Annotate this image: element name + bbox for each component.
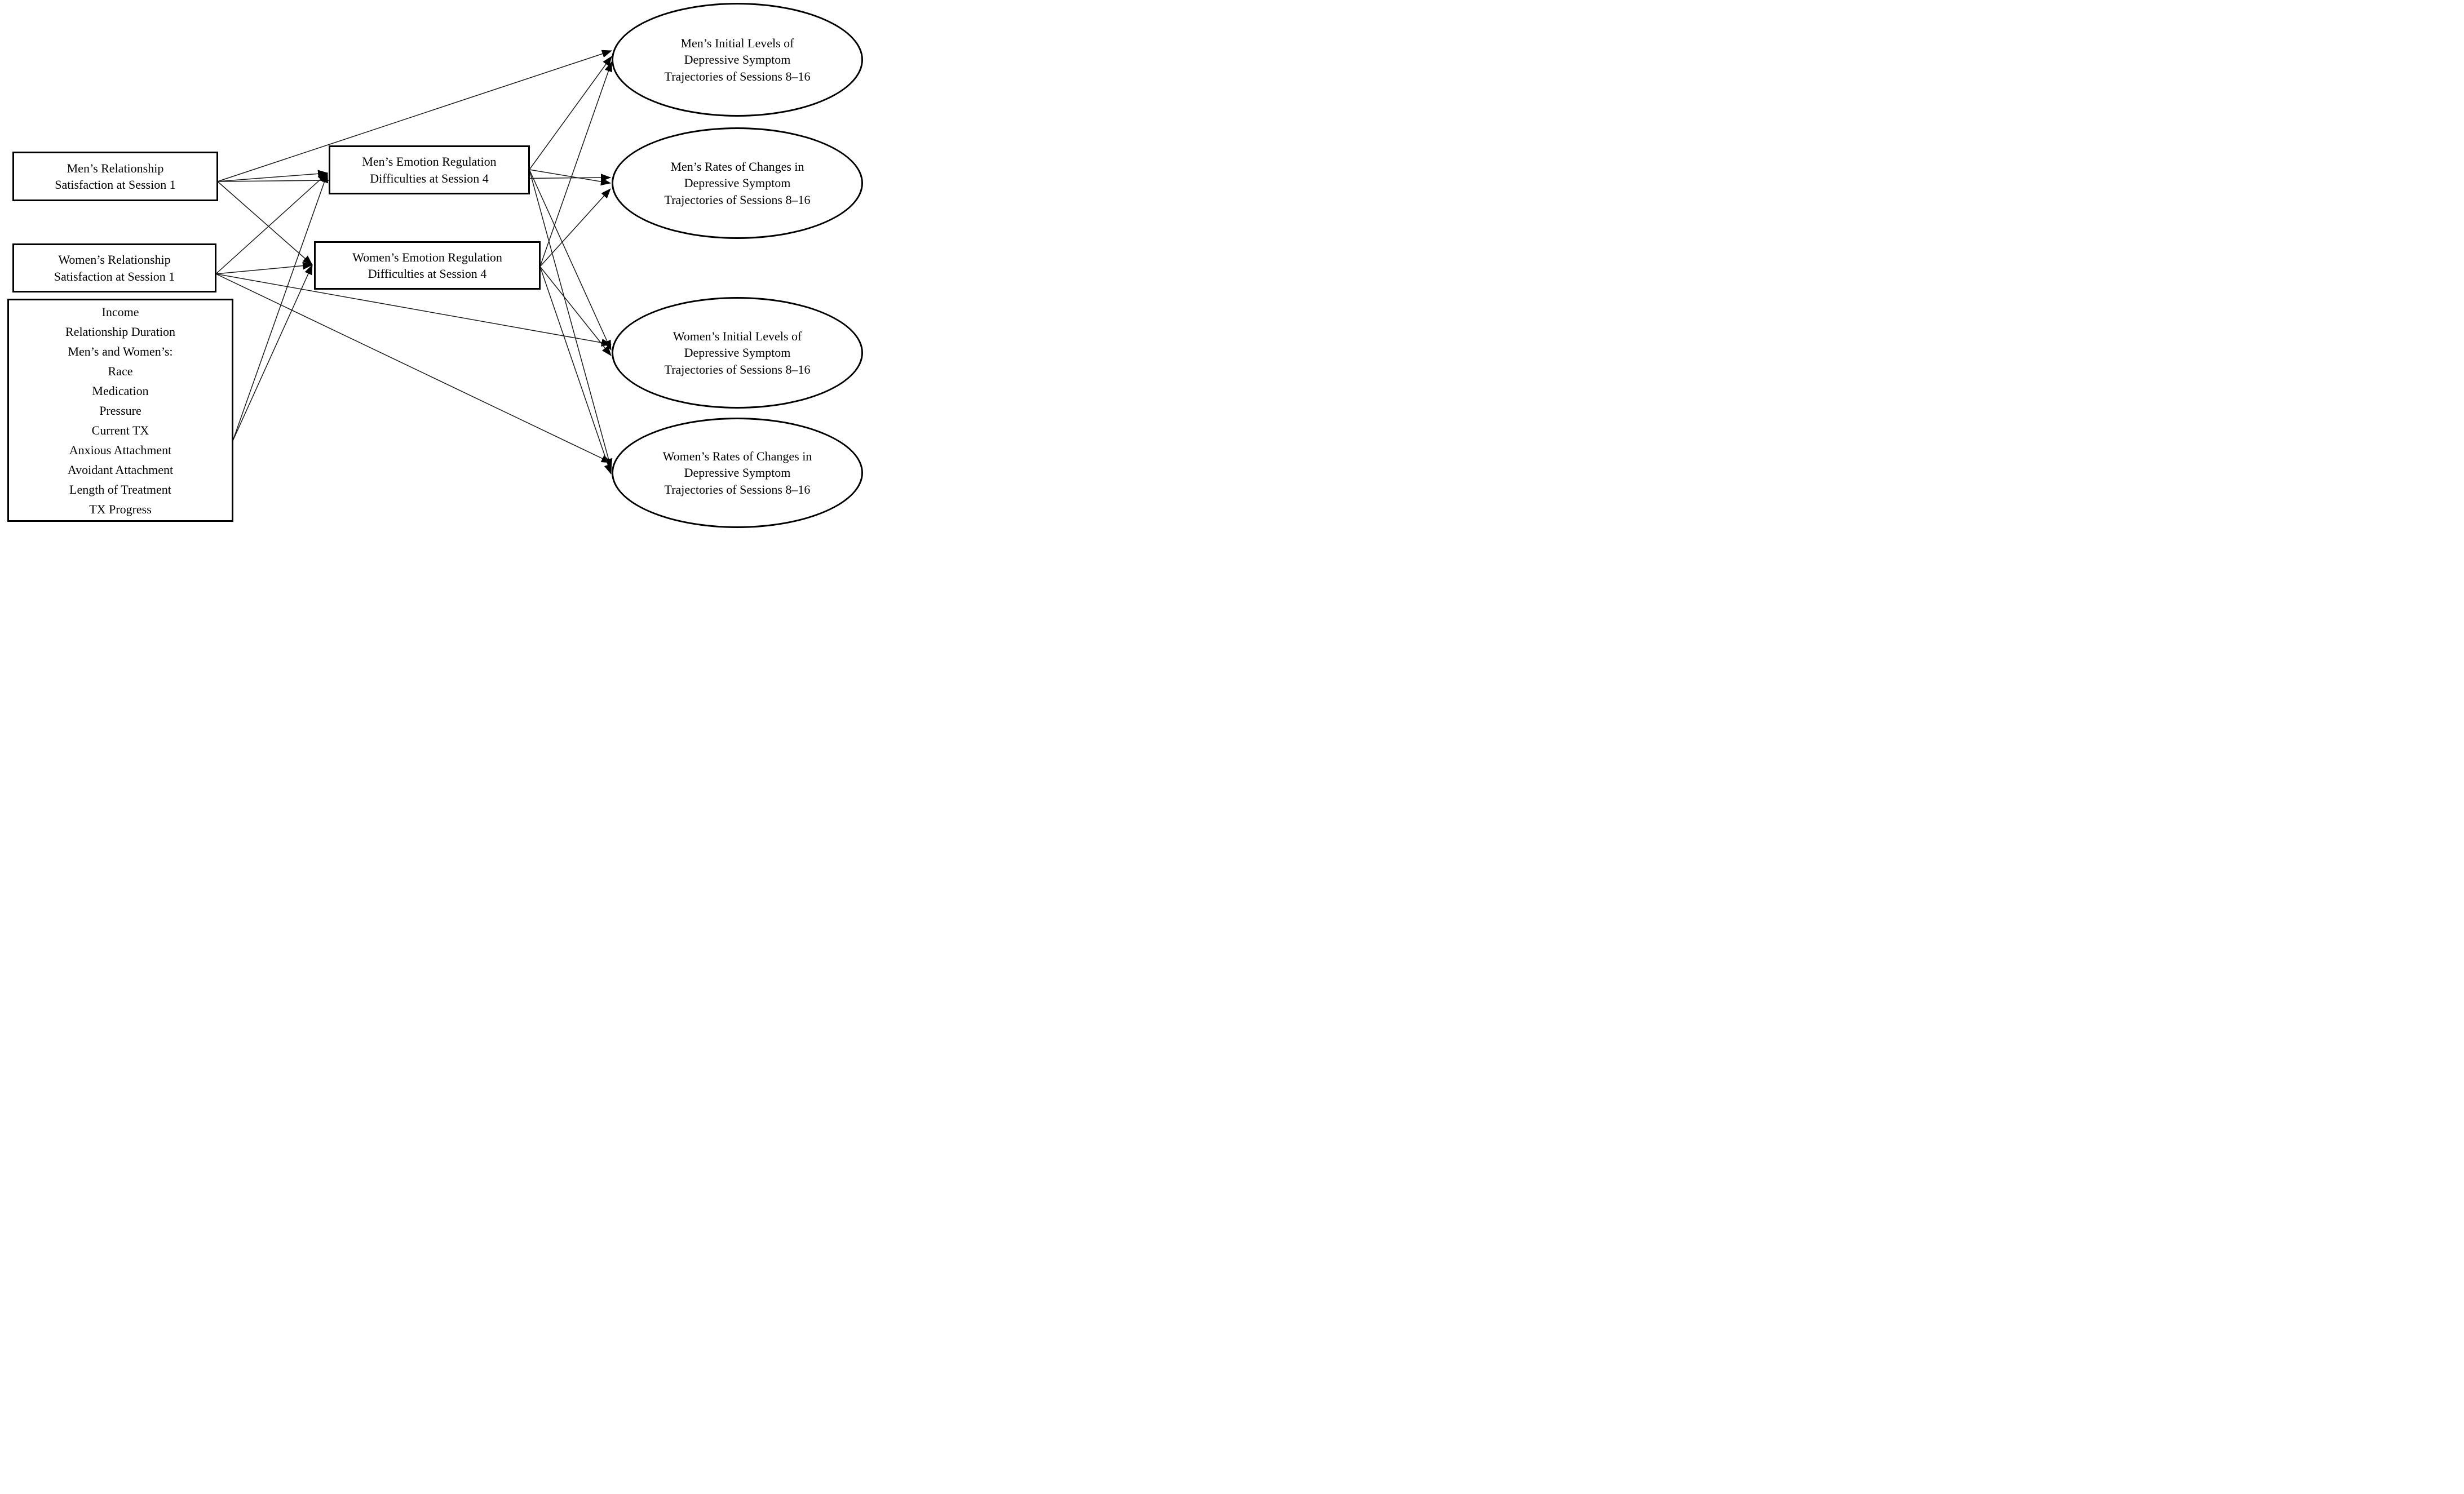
box-womens-emotion-regulation-label: Women’s Emotion Regulation Difficulties … bbox=[352, 250, 502, 281]
ellipse-mens-initial-levels: Men’s Initial Levels of Depressive Sympt… bbox=[612, 3, 863, 117]
path-arrow-womens_rs-to-mens_er bbox=[215, 172, 328, 274]
box-womens-relationship-satisfaction-label: Women’s Relationship Satisfaction at Ses… bbox=[54, 252, 175, 283]
ellipse-womens-rates-of-changes: Women’s Rates of Changes in Depressive S… bbox=[612, 418, 863, 528]
box-mens-relationship-satisfaction-label: Men’s Relationship Satisfaction at Sessi… bbox=[55, 161, 176, 192]
path-arrow-womens_rs-to-womens_er bbox=[215, 261, 313, 274]
path-diagram: Men’s Relationship Satisfaction at Sessi… bbox=[0, 0, 871, 528]
arrow-layer bbox=[215, 50, 613, 475]
ellipse-mens-initial-levels-label: Men’s Initial Levels of Depressive Sympt… bbox=[664, 36, 811, 83]
path-arrow-mens_er-to-mens_rates bbox=[529, 169, 611, 186]
ellipse-womens-initial-levels-label: Women’s Initial Levels of Depressive Sym… bbox=[664, 329, 811, 376]
box-womens-emotion-regulation: Women’s Emotion Regulation Difficulties … bbox=[314, 241, 541, 290]
ellipse-womens-initial-levels: Women’s Initial Levels of Depressive Sym… bbox=[612, 297, 863, 409]
path-arrow-mens_er-to-mens_initial bbox=[529, 56, 612, 170]
box-mens-emotion-regulation: Men’s Emotion Regulation Difficulties at… bbox=[329, 145, 530, 194]
box-covariates: Income Relationship Duration Men’s and W… bbox=[7, 299, 233, 522]
path-arrow-womens_er-to-mens_rates bbox=[539, 188, 611, 267]
box-womens-relationship-satisfaction: Women’s Relationship Satisfaction at Ses… bbox=[12, 243, 216, 292]
box-mens-emotion-regulation-label: Men’s Emotion Regulation Difficulties at… bbox=[362, 154, 497, 185]
path-arrow-mens_rs-to-mens_initial bbox=[217, 50, 612, 182]
path-arrow-covariates-to-mens_er bbox=[232, 172, 328, 441]
ellipse-mens-rates-of-changes-label: Men’s Rates of Changes in Depressive Sym… bbox=[664, 159, 811, 207]
box-covariates-label: Income Relationship Duration Men’s and W… bbox=[65, 304, 175, 516]
path-arrow-womens_er-to-womens_rates bbox=[539, 266, 612, 475]
path-arrow-covariates-to-womens_er bbox=[232, 264, 313, 441]
ellipse-womens-rates-of-changes-label: Women’s Rates of Changes in Depressive S… bbox=[662, 449, 812, 496]
path-arrow-womens_rs-to-womens_rates bbox=[215, 273, 612, 463]
path-arrow-womens_er-to-mens_initial bbox=[539, 61, 612, 267]
path-arrow-mens_rs-to-womens_er bbox=[217, 181, 313, 265]
path-arrow-mens_rs-to-mens_er bbox=[217, 170, 328, 182]
path-arrow-mens_er-to-womens_rates bbox=[529, 169, 613, 469]
ellipse-mens-rates-of-changes: Men’s Rates of Changes in Depressive Sym… bbox=[612, 127, 863, 239]
box-mens-relationship-satisfaction: Men’s Relationship Satisfaction at Sessi… bbox=[12, 152, 218, 201]
path-arrow-womens_er-to-womens_initial bbox=[539, 266, 612, 356]
path-arrow-womens_rs-to-womens_initial bbox=[215, 273, 612, 347]
path-arrow-mens_er-to-womens_initial bbox=[529, 169, 612, 351]
